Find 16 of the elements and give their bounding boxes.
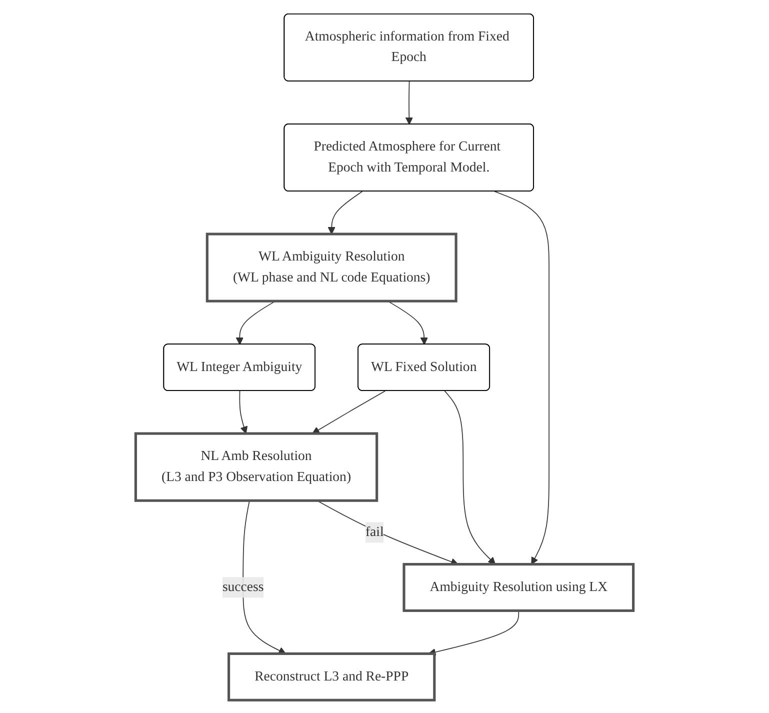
arrow <box>405 80 413 124</box>
arrow <box>239 390 248 434</box>
arrow <box>312 390 386 434</box>
node-box: Reconstruct L3 and Re-PPP <box>228 652 436 701</box>
edge-label: success <box>222 579 264 594</box>
node-box: WL Ambiguity Resolution (WL phase and NL code Equations) <box>206 232 458 302</box>
arrow <box>494 190 550 564</box>
arrow <box>428 610 520 656</box>
node-box: Ambiguity Resolution using LX <box>402 562 635 612</box>
arrow <box>316 500 458 565</box>
arrow <box>236 300 276 344</box>
node-box: NL Amb Resolution (L3 and P3 Observation Equation) <box>134 432 378 502</box>
arrow <box>444 390 496 564</box>
arrow <box>387 300 428 344</box>
arrow <box>328 190 363 234</box>
edge-label: fail <box>365 524 384 539</box>
